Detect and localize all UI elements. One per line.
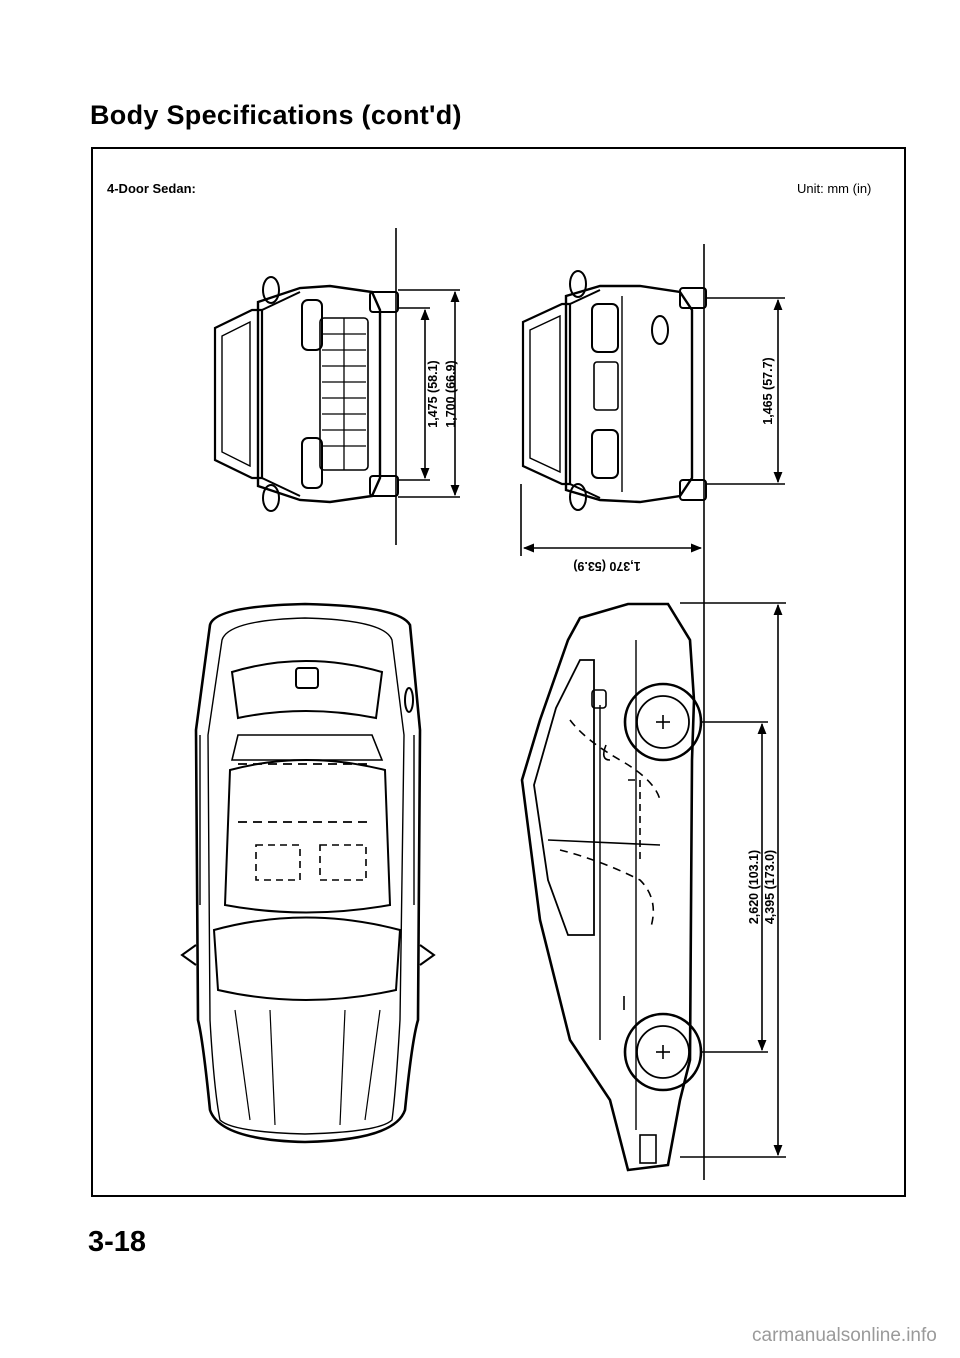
front-view-illustration (213, 276, 399, 512)
watermark: carmanualsonline.info (752, 1325, 937, 1346)
overall-length-dimension: 4,395 (173.0) (763, 850, 777, 924)
front-view-dimension-lines (395, 228, 460, 545)
rear-track-dimension: 1,465 (57.7) (761, 357, 775, 424)
side-view-dimension-lines (680, 602, 786, 1158)
overall-width-dimension: 1,700 (66.9) (444, 360, 458, 427)
figure-frame (91, 147, 906, 1197)
section-label: 4-Door Sedan: (107, 181, 196, 196)
rear-view-dimension-lines (520, 244, 785, 1180)
unit-label: Unit: mm (in) (797, 181, 872, 196)
page-number: 3-18 (88, 1226, 147, 1258)
overall-height-dimension: 1,370 (53.9) (573, 559, 640, 573)
side-view-illustration (520, 602, 703, 1172)
rear-view-illustration (521, 270, 707, 511)
top-view-illustration (180, 602, 436, 1144)
front-track-dimension: 1,475 (58.1) (426, 360, 440, 427)
page-title: Body Specifications (cont'd) (90, 100, 462, 130)
wheelbase-dimension: 2,620 (103.1) (747, 850, 761, 924)
